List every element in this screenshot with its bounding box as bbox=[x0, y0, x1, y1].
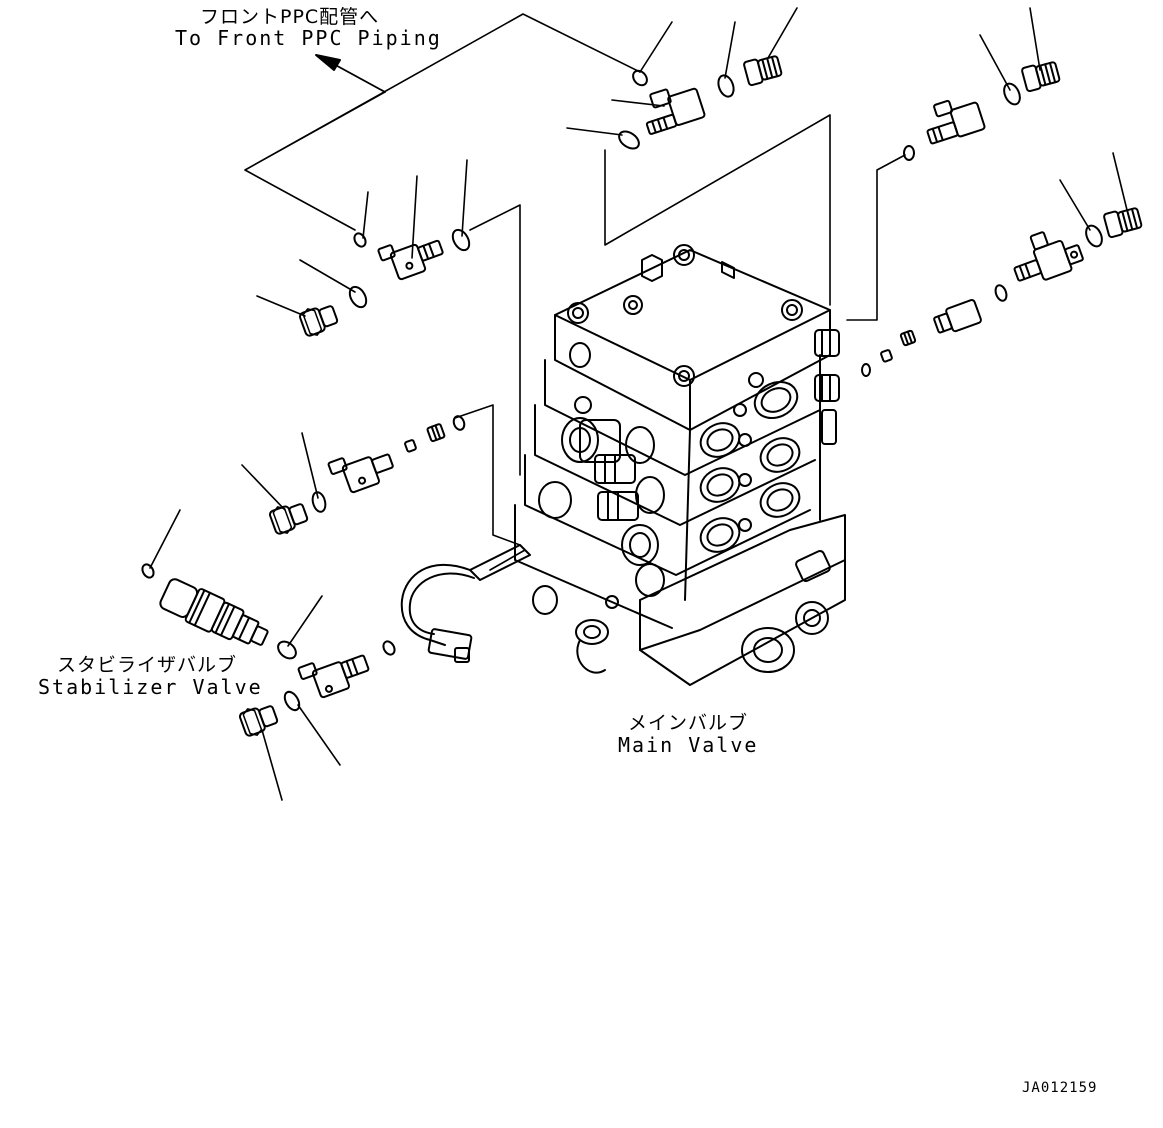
drawing-code: JA012159 bbox=[1022, 1080, 1098, 1096]
o-ring bbox=[1001, 81, 1023, 107]
elbow-fittings bbox=[298, 80, 1085, 702]
front-ppc-label-jp: フロントPPC配管へ bbox=[200, 6, 380, 28]
elbow-fitting bbox=[328, 443, 397, 497]
wire-harness bbox=[402, 545, 605, 673]
leader-lines bbox=[150, 8, 1127, 800]
ppc-pipe-routing-lines bbox=[245, 14, 905, 570]
side-fittings bbox=[722, 262, 839, 444]
o-rings bbox=[140, 68, 1105, 713]
o-ring bbox=[381, 639, 397, 656]
o-ring bbox=[1083, 223, 1105, 249]
nipple bbox=[932, 299, 982, 337]
plug bbox=[1103, 206, 1142, 238]
o-ring bbox=[282, 689, 302, 712]
plug bbox=[298, 301, 340, 339]
nipple bbox=[427, 424, 445, 442]
o-ring bbox=[904, 146, 914, 160]
plug bbox=[268, 499, 310, 537]
side-ports bbox=[695, 373, 805, 558]
o-ring bbox=[275, 638, 299, 662]
top-face-bolts bbox=[568, 245, 802, 386]
plugs bbox=[238, 54, 1142, 739]
o-ring bbox=[346, 284, 369, 310]
stabilizer-valve-label-en: Stabilizer Valve bbox=[38, 675, 263, 699]
o-ring bbox=[630, 68, 649, 88]
solenoid-valves bbox=[539, 343, 664, 596]
o-ring bbox=[352, 231, 368, 248]
o-ring bbox=[140, 562, 156, 579]
main-valve-label-jp: メインバルブ bbox=[628, 712, 749, 734]
stabilizer-valve bbox=[158, 575, 273, 654]
o-ring bbox=[862, 364, 870, 376]
o-ring bbox=[716, 73, 737, 98]
main-valve-body bbox=[515, 245, 845, 685]
nipple bbox=[900, 330, 915, 345]
o-ring bbox=[452, 415, 466, 432]
front-ppc-label-en: To Front PPC Piping bbox=[175, 26, 442, 50]
nipple bbox=[881, 350, 893, 362]
plug bbox=[238, 701, 280, 739]
elbow-fitting bbox=[920, 92, 985, 145]
nipple-connectors bbox=[405, 299, 982, 452]
elbow-fitting bbox=[1006, 222, 1086, 288]
plug bbox=[1021, 60, 1060, 92]
plug bbox=[743, 54, 782, 86]
elbow-fitting bbox=[378, 229, 447, 283]
o-ring bbox=[449, 227, 472, 253]
o-ring bbox=[311, 491, 328, 513]
elbow-fitting bbox=[298, 646, 372, 702]
stabilizer-valve-label-jp: スタビライザバルブ bbox=[57, 654, 238, 676]
to-front-ppc-arrow bbox=[316, 55, 385, 92]
main-valve-label-en: Main Valve bbox=[618, 733, 759, 757]
o-ring bbox=[994, 284, 1009, 302]
nipple bbox=[405, 440, 417, 452]
elbow-fitting bbox=[638, 80, 705, 134]
o-ring bbox=[616, 128, 642, 152]
